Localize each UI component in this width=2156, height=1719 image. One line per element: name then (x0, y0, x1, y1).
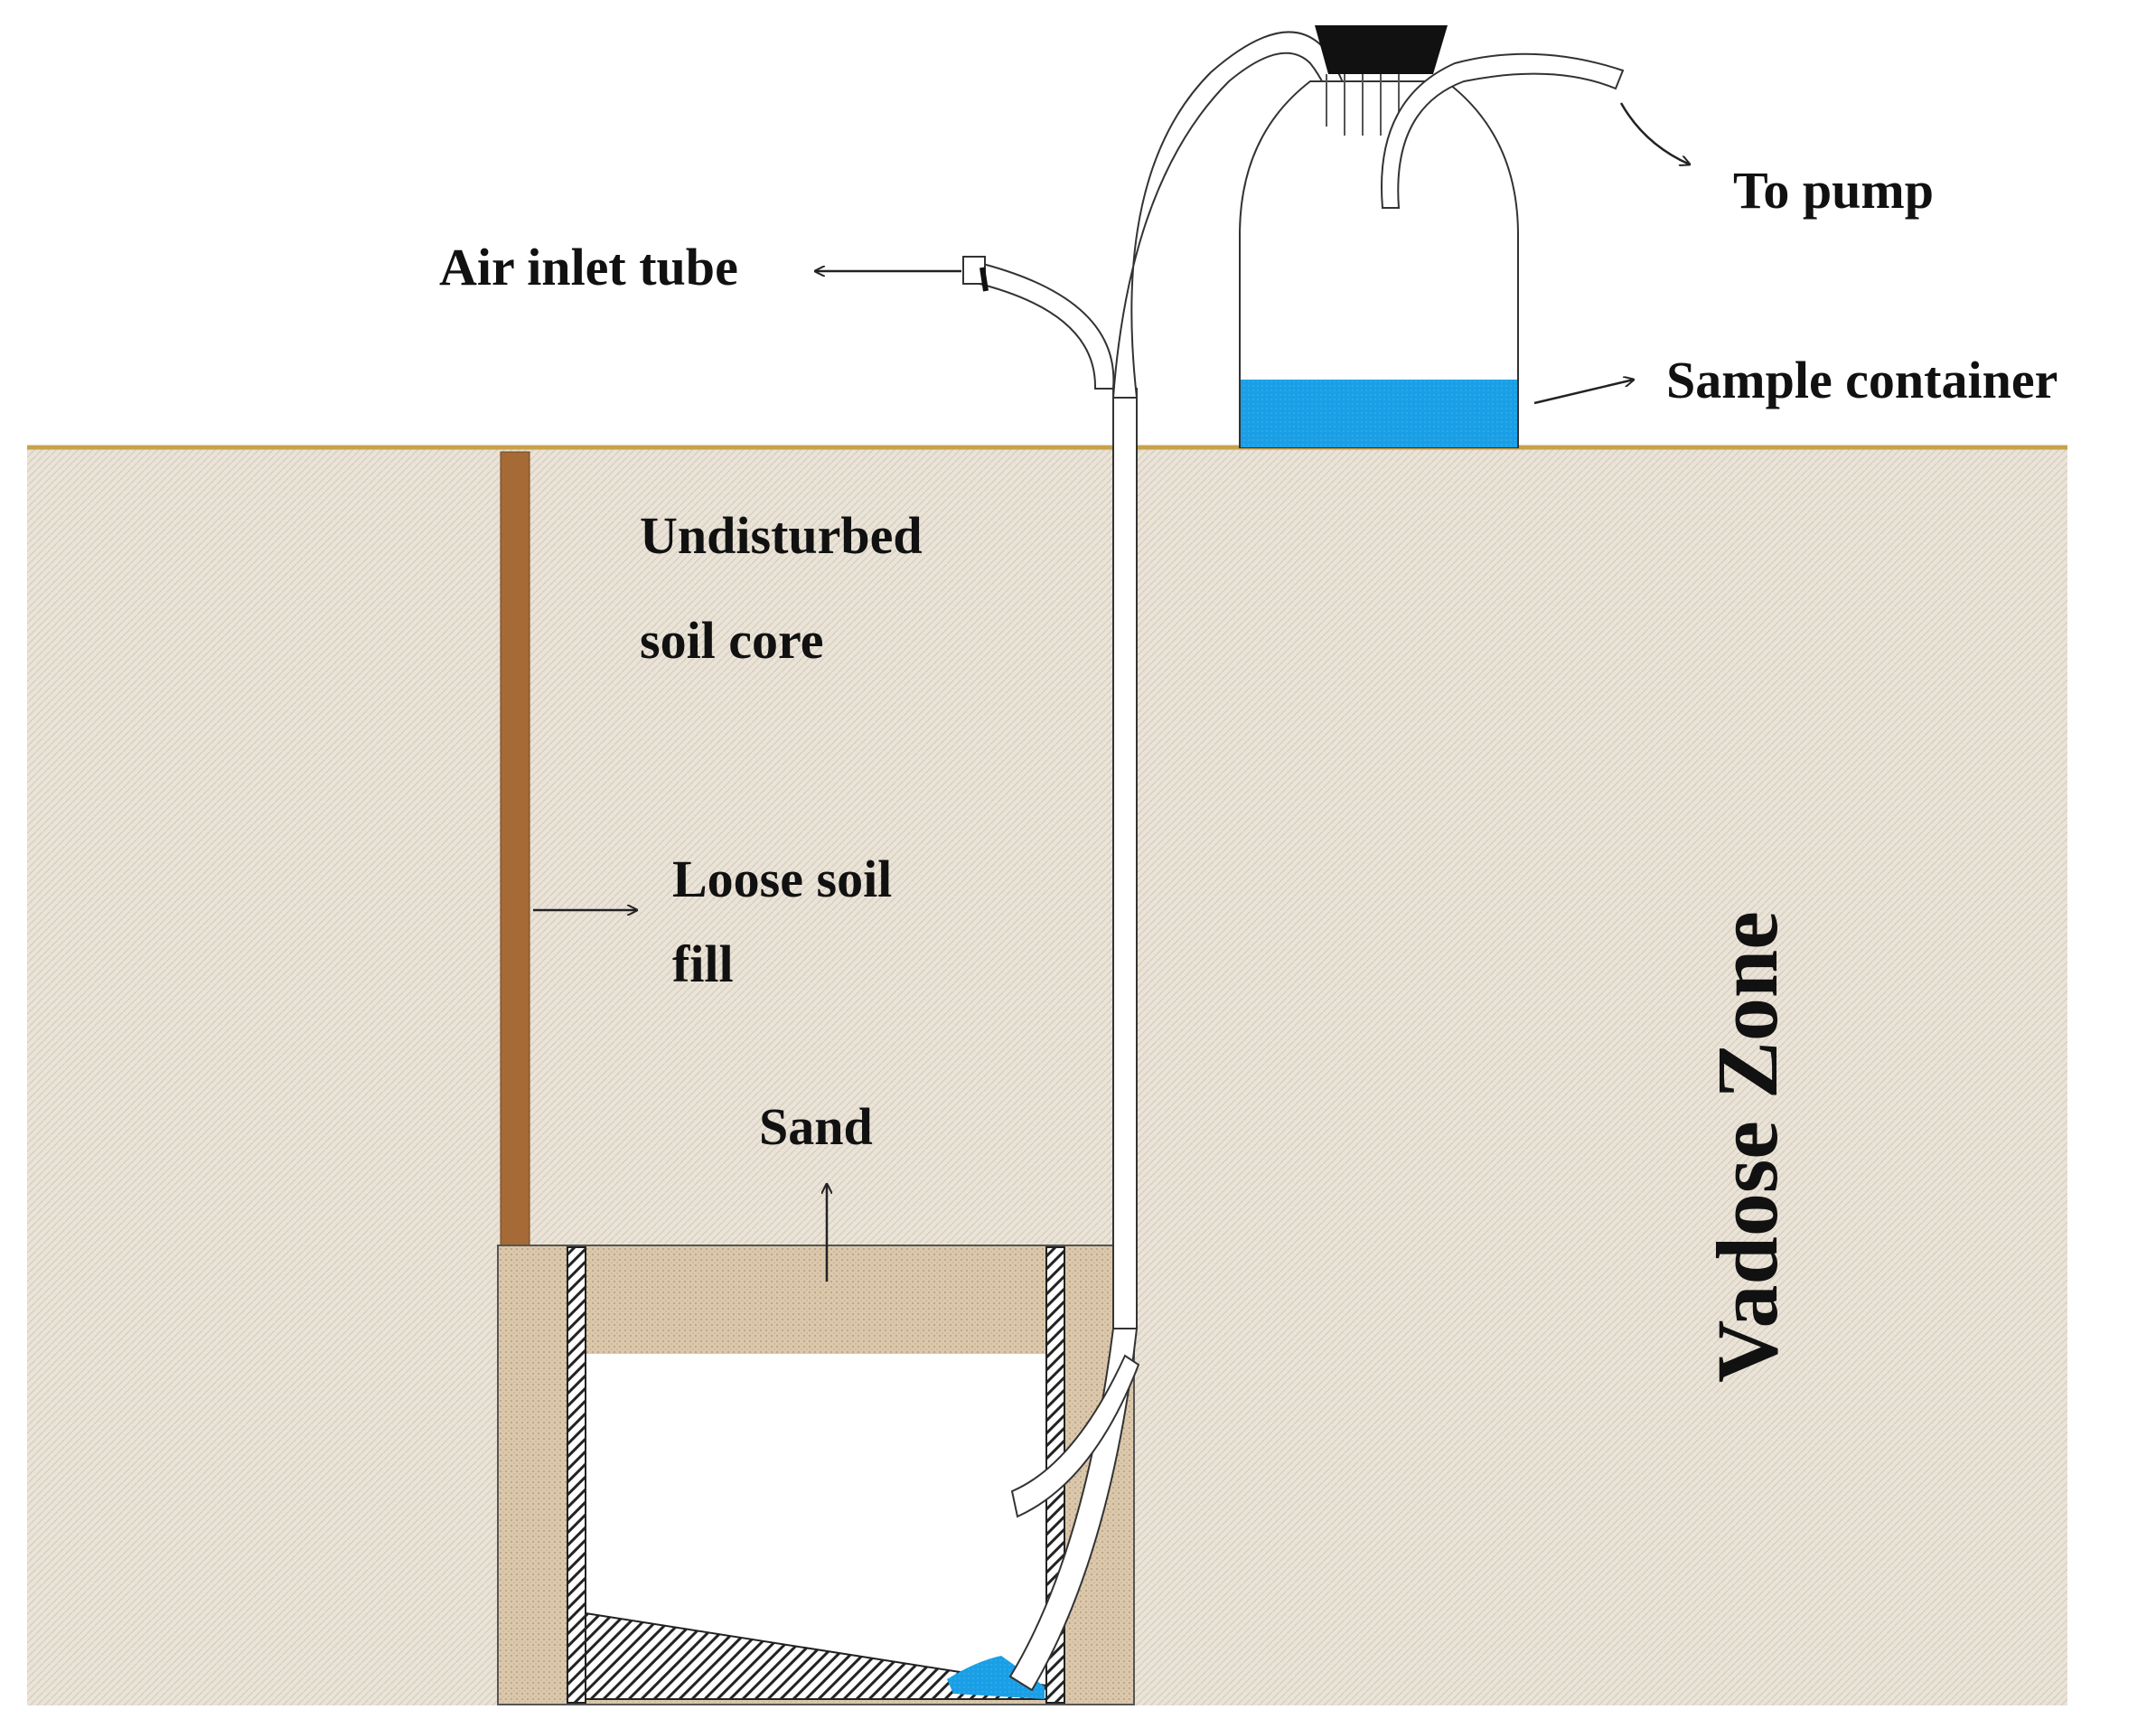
to-pump-label: To pump (1733, 161, 1934, 220)
air-inlet-clamp (980, 267, 989, 292)
sample-container-label: Sample container (1666, 351, 2058, 409)
sample-container-arrow (1533, 380, 1634, 405)
to-pump-arrow (1619, 102, 1690, 164)
sand-label: Sand (759, 1097, 873, 1156)
loose-soil-label-line1: Loose soil (672, 850, 892, 908)
sample-water (1241, 380, 1517, 447)
left-wall (567, 1246, 586, 1704)
undisturbed-label-line1: Undisturbed (640, 506, 923, 565)
container-cap (1315, 25, 1448, 74)
air-inlet-tube-label: Air inlet tube (439, 238, 738, 296)
collected-water (947, 1656, 1045, 1699)
stopper-tubes (1326, 74, 1400, 136)
air-inlet-tube-upper (970, 260, 1115, 390)
vadose-zone-label: Vadose Zone (1699, 911, 1795, 1383)
loose-soil-label-line2: fill (672, 935, 734, 993)
pump-tube (1381, 52, 1625, 209)
loose-soil-fill-column (500, 451, 530, 1248)
sampling-tube-vertical (1112, 388, 1138, 1329)
undisturbed-label-line2: soil core (640, 611, 823, 670)
air-inlet-tube-lower (1010, 1354, 1140, 1518)
